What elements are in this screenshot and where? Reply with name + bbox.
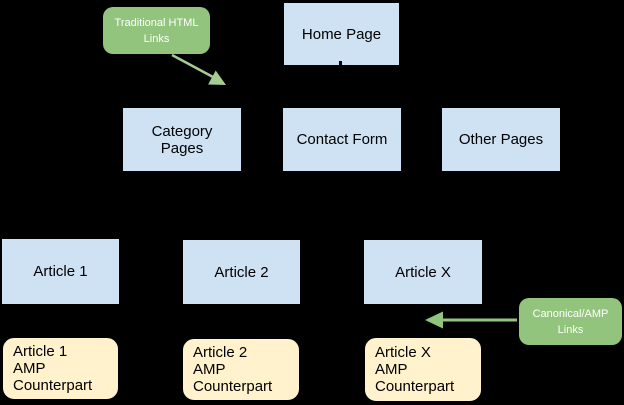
callout-canonical-amp-links-label: Canonical/AMP Links — [532, 307, 609, 336]
node-article-1: Article 1 — [1, 238, 120, 305]
node-other-pages-label: Other Pages — [458, 131, 544, 148]
node-article-x-label: Article X — [395, 263, 451, 281]
node-article-1-amp-counterpart: Article 1 AMP Counterpart — [2, 337, 119, 400]
canonical-amp-links-arrow — [425, 311, 517, 329]
traditional-html-links-arrow — [171, 53, 226, 85]
node-home-page: Home Page — [283, 2, 400, 66]
node-article-2: Article 2 — [182, 239, 301, 305]
connector-stub — [339, 61, 342, 67]
node-category-pages-label: Category Pages — [151, 122, 213, 157]
node-article-2-amp-counterpart: Article 2 AMP Counterpart — [182, 338, 300, 401]
node-article-1-amp-label: Article 1 AMP Counterpart — [13, 343, 93, 394]
node-article-2-amp-label: Article 2 AMP Counterpart — [193, 344, 273, 395]
node-article-x-amp-label: Article X AMP Counterpart — [375, 344, 455, 395]
node-article-2-label: Article 2 — [214, 263, 269, 281]
callout-canonical-amp-links: Canonical/AMP Links — [519, 298, 622, 345]
callout-traditional-html-links: Traditional HTML Links — [103, 7, 210, 54]
node-home-page-label: Home Page — [301, 25, 382, 43]
node-article-x-amp-counterpart: Article X AMP Counterpart — [364, 337, 482, 402]
node-article-1-label: Article 1 — [33, 263, 88, 280]
callout-traditional-html-links-label: Traditional HTML Links — [114, 16, 199, 45]
node-other-pages: Other Pages — [441, 107, 561, 172]
node-article-x: Article X — [363, 239, 483, 305]
node-category-pages: Category Pages — [122, 107, 242, 172]
node-contact-form-label: Contact Form — [296, 131, 388, 148]
node-contact-form: Contact Form — [282, 107, 402, 172]
